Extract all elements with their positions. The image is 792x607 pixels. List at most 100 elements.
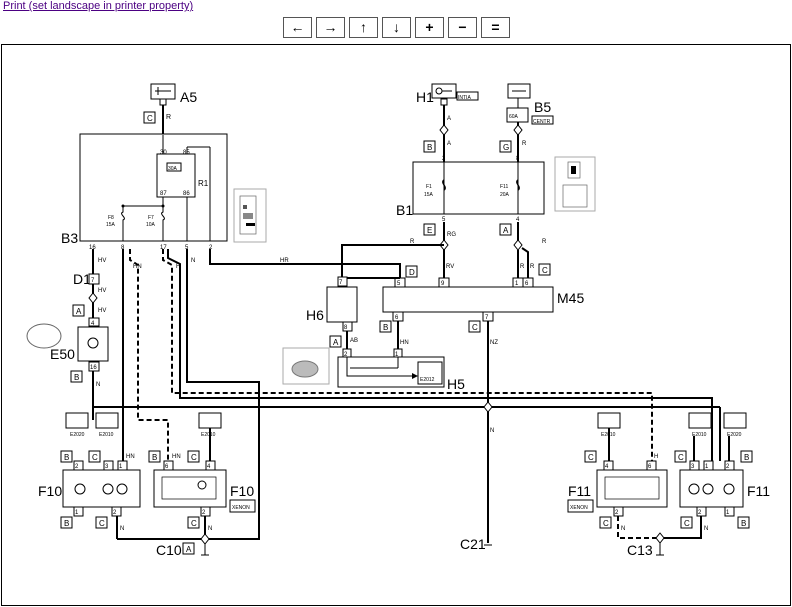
svg-text:F11: F11 bbox=[500, 184, 508, 190]
svg-text:16: 16 bbox=[90, 365, 97, 371]
svg-text:2: 2 bbox=[344, 352, 348, 358]
zoom-in-button[interactable]: + bbox=[415, 17, 444, 38]
svg-text:8: 8 bbox=[516, 156, 520, 162]
svg-text:E2012: E2012 bbox=[420, 377, 435, 383]
label-f10-xenon: F10 bbox=[230, 483, 254, 499]
plus-icon: + bbox=[425, 19, 434, 35]
svg-text:E2010: E2010 bbox=[692, 432, 707, 438]
svg-text:E2010: E2010 bbox=[201, 432, 216, 438]
conn-c: C bbox=[147, 114, 153, 123]
svg-text:B: B bbox=[64, 453, 69, 462]
svg-text:86: 86 bbox=[183, 191, 190, 197]
svg-text:B: B bbox=[741, 519, 746, 528]
svg-text:1: 1 bbox=[515, 281, 519, 287]
label-c13: C13 bbox=[627, 542, 653, 558]
component-d1: HV D1 7 HV A HV 4 bbox=[72, 249, 106, 420]
svg-text:6: 6 bbox=[648, 464, 652, 470]
zoom-out-button[interactable]: − bbox=[448, 17, 477, 38]
svg-text:10A: 10A bbox=[146, 222, 156, 228]
svg-text:C: C bbox=[588, 453, 594, 462]
svg-text:85: 85 bbox=[183, 150, 190, 156]
svg-text:RV: RV bbox=[446, 264, 454, 270]
label-a5: A5 bbox=[180, 89, 197, 105]
svg-text:5: 5 bbox=[442, 217, 446, 223]
svg-text:2: 2 bbox=[202, 510, 206, 516]
print-link[interactable]: Print (set landscape in printer property… bbox=[3, 0, 194, 12]
svg-text:C: C bbox=[603, 519, 609, 528]
svg-text:N: N bbox=[191, 258, 195, 264]
label-f11-xenon: F11 bbox=[568, 483, 591, 499]
svg-text:1: 1 bbox=[395, 352, 399, 358]
svg-text:N: N bbox=[208, 526, 212, 532]
svg-text:XENON: XENON bbox=[570, 505, 588, 511]
diagram-border bbox=[1, 44, 791, 606]
svg-text:A: A bbox=[447, 116, 451, 122]
svg-text:HV: HV bbox=[98, 288, 106, 294]
svg-text:6: 6 bbox=[525, 281, 529, 287]
svg-text:4: 4 bbox=[605, 464, 609, 470]
svg-text:R: R bbox=[520, 264, 525, 270]
svg-text:E2010: E2010 bbox=[601, 432, 616, 438]
arrow-right-icon: → bbox=[323, 19, 338, 35]
svg-text:5: 5 bbox=[397, 281, 401, 287]
component-a5: A5 C R bbox=[143, 83, 197, 135]
label-f10: F10 bbox=[38, 483, 62, 499]
svg-text:XENON: XENON bbox=[232, 505, 250, 511]
svg-text:4: 4 bbox=[91, 321, 95, 327]
label-c10: C10 bbox=[156, 542, 182, 558]
arrow-up-button[interactable]: ↑ bbox=[349, 17, 378, 38]
svg-text:D: D bbox=[409, 268, 415, 277]
svg-text:C: C bbox=[472, 323, 478, 332]
svg-text:HV: HV bbox=[98, 308, 106, 314]
fit-button[interactable]: = bbox=[481, 17, 510, 38]
label-m45: M45 bbox=[557, 290, 584, 306]
svg-text:A: A bbox=[503, 226, 509, 235]
component-m45: M45 5 9 1 6 6 7 bbox=[382, 277, 584, 322]
svg-text:N: N bbox=[621, 526, 625, 532]
label-e50: E50 bbox=[50, 346, 75, 362]
svg-text:9: 9 bbox=[441, 281, 445, 287]
svg-text:C: C bbox=[678, 453, 684, 462]
wire-r: R bbox=[166, 114, 171, 121]
component-b5: B5 60A CENTR G R 8 bbox=[499, 83, 554, 162]
svg-text:E2020: E2020 bbox=[727, 432, 742, 438]
label-b3: B3 bbox=[61, 230, 78, 246]
svg-text:HN: HN bbox=[126, 454, 135, 460]
svg-text:B: B bbox=[64, 519, 69, 528]
svg-text:87: 87 bbox=[160, 191, 167, 197]
svg-text:HR: HR bbox=[280, 258, 289, 264]
svg-text:30A: 30A bbox=[168, 166, 178, 172]
svg-text:2: 2 bbox=[75, 464, 79, 470]
arrow-down-button[interactable]: ↓ bbox=[382, 17, 411, 38]
component-b1: B1 F1 15A F11 20A 5 4 bbox=[396, 156, 596, 223]
label-c21: C21 bbox=[460, 536, 486, 552]
label-b5: B5 bbox=[534, 99, 551, 115]
component-h5: H5 2 1 E2012 bbox=[282, 347, 465, 392]
equals-icon: = bbox=[491, 19, 500, 35]
svg-text:1: 1 bbox=[726, 510, 730, 516]
svg-text:F8: F8 bbox=[108, 215, 114, 221]
component-b3: B3 R1 30 85 87 86 30A F8 15A F7 10A bbox=[61, 133, 228, 251]
svg-text:A: A bbox=[333, 338, 339, 347]
svg-text:HN: HN bbox=[133, 264, 142, 270]
label-d1: D1 bbox=[73, 271, 91, 287]
svg-text:C: C bbox=[191, 519, 197, 528]
component-h1: INTIA H1 A A B 2 bbox=[416, 83, 479, 162]
arrow-left-button[interactable]: ← bbox=[283, 17, 312, 38]
svg-text:2: 2 bbox=[113, 510, 117, 516]
svg-text:1: 1 bbox=[75, 510, 79, 516]
svg-text:A: A bbox=[447, 141, 451, 147]
svg-text:NZ: NZ bbox=[490, 340, 498, 346]
label-h1: H1 bbox=[416, 89, 434, 105]
svg-text:N: N bbox=[120, 526, 124, 532]
label-h6: H6 bbox=[306, 307, 324, 323]
minus-icon: − bbox=[458, 19, 467, 35]
svg-text:15A: 15A bbox=[106, 222, 116, 228]
svg-text:7: 7 bbox=[485, 315, 489, 321]
svg-text:2: 2 bbox=[615, 510, 619, 516]
svg-text:F7: F7 bbox=[148, 215, 154, 221]
svg-text:C: C bbox=[92, 453, 98, 462]
svg-text:B: B bbox=[427, 143, 432, 152]
arrow-right-button[interactable]: → bbox=[316, 17, 345, 38]
